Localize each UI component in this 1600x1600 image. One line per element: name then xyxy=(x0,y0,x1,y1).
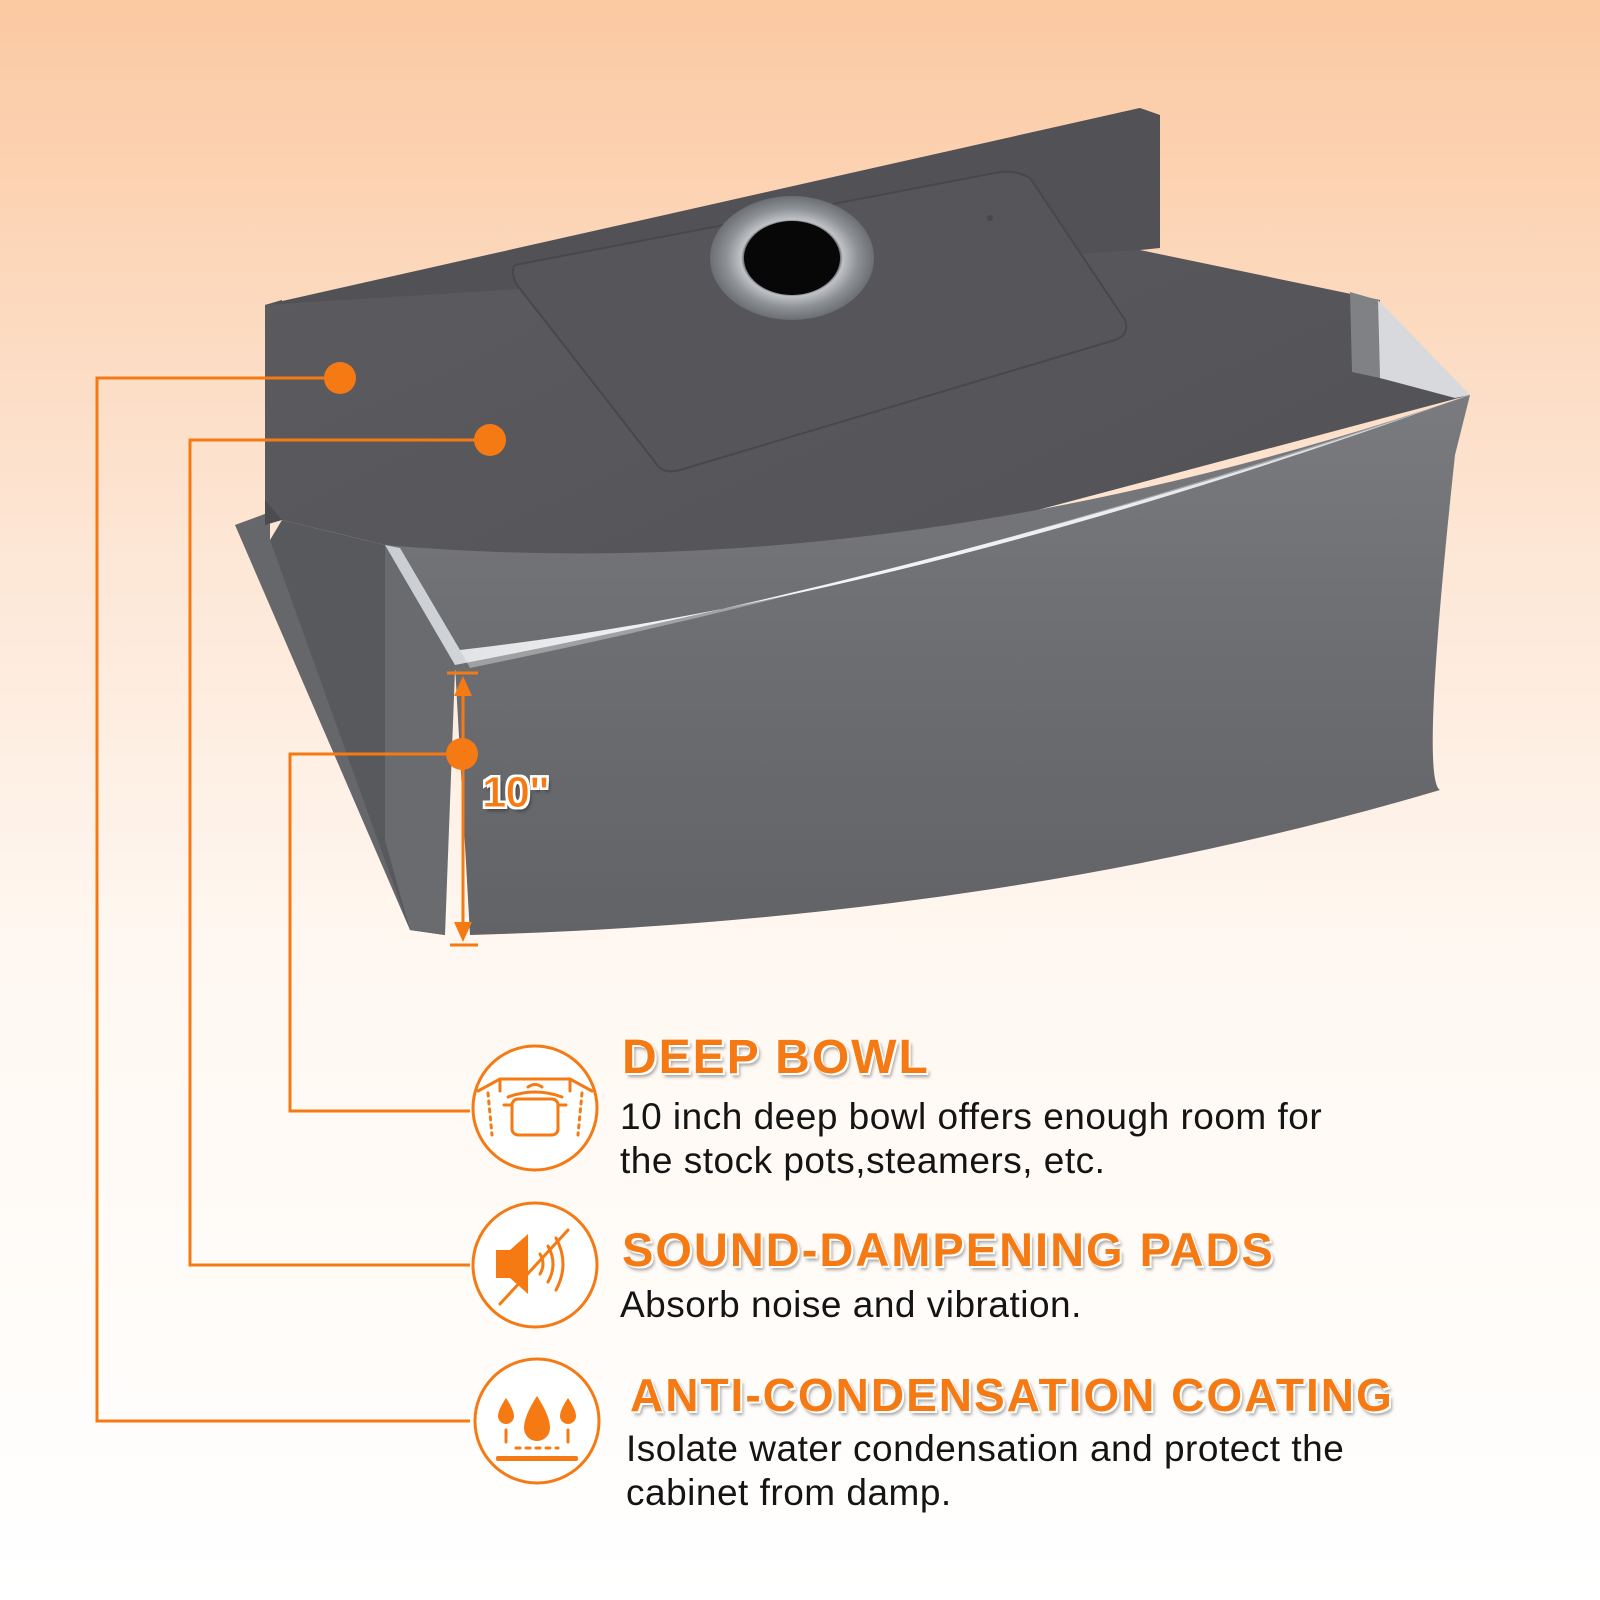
feature-description-deep-bowl: 10 inch deep bowl offers enough room for… xyxy=(620,1095,1520,1183)
callout-lines xyxy=(95,376,490,1423)
description-line: Isolate water condensation and protect t… xyxy=(626,1428,1345,1469)
pot-icon xyxy=(471,1044,599,1172)
depth-dimension-arrow xyxy=(447,671,478,947)
description-line: cabinet from damp. xyxy=(626,1472,952,1513)
callout-line-anti-condensation xyxy=(95,376,470,1423)
callout-line-sound-dampening xyxy=(188,438,490,1267)
callout-line-deep-bowl xyxy=(288,752,470,1113)
sink-right-wall xyxy=(1350,292,1470,398)
feature-title-anti-condensation: ANTI-CONDENSATION COATING xyxy=(630,1369,1394,1421)
muted-speaker-icon xyxy=(471,1201,599,1329)
depth-label: 10" xyxy=(482,768,551,818)
water-drops-icon xyxy=(473,1357,601,1485)
description-line: 10 inch deep bowl offers enough room for xyxy=(620,1096,1323,1137)
callout-dot-sound-dampening xyxy=(474,424,506,456)
sink-apron-front xyxy=(385,395,1470,935)
feature-description-sound-dampening: Absorb noise and vibration. xyxy=(620,1283,1520,1327)
description-line: the stock pots,steamers, etc. xyxy=(620,1140,1106,1181)
drain-hole xyxy=(710,196,874,320)
feature-title-deep-bowl: DEEP BOWL xyxy=(622,1031,930,1084)
feature-description-anti-condensation: Isolate water condensation and protect t… xyxy=(626,1427,1526,1515)
callout-dot-anti-condensation xyxy=(324,362,356,394)
feature-title-sound-dampening: SOUND-DAMPENING PADS xyxy=(622,1223,1275,1276)
description-line: Absorb noise and vibration. xyxy=(620,1284,1082,1325)
sink-bottom-surface xyxy=(265,108,1470,665)
